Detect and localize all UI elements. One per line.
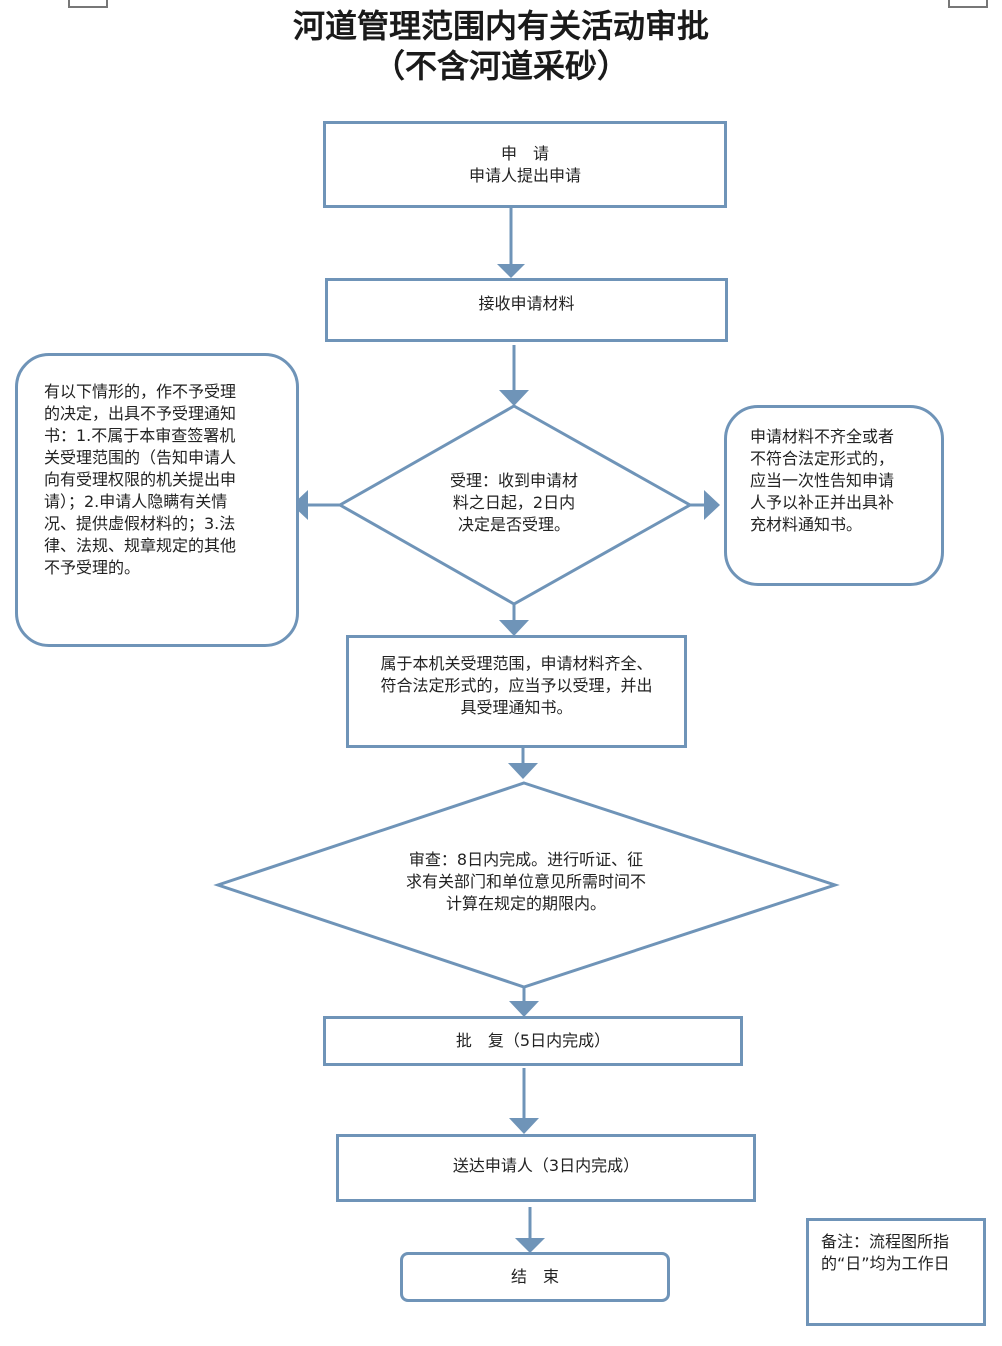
review-line-3: 计算在规定的期限内。 — [445, 894, 606, 913]
approve-box: 批 复（5日内完成） — [323, 1016, 743, 1066]
diagram-subtitle: （不含河道采砂） — [372, 47, 629, 85]
accept-line-3: 具受理通知书。 — [460, 698, 573, 717]
note-box: 备注：流程图所指 的“日”均为工作日 — [806, 1218, 986, 1326]
arrowhead-to-supplement — [704, 490, 720, 520]
reject-line-9: 不予受理的。 — [44, 558, 141, 577]
deliver-label: 送达申请人（3日内完成） — [452, 1156, 640, 1175]
reject-line-6: 请）；2.申请人隐瞒有关情 — [44, 492, 228, 511]
receive-box: 接收申请材料 — [325, 278, 728, 342]
diagram-title: 河道管理范围内有关活动审批 — [292, 7, 709, 45]
reject-line-1: 有以下情形的，作不予受理 — [44, 382, 237, 401]
receive-label: 接收申请材料 — [478, 294, 575, 313]
arrowhead-to-receive — [497, 264, 525, 278]
decision-line-3: 决定是否受理。 — [457, 515, 570, 534]
supplement-box — [724, 405, 944, 586]
reject-line-3: 书：1.不属于本审查签署机 — [44, 426, 236, 445]
supplement-line-1: 申请材料不齐全或者 — [750, 427, 895, 446]
note-line-2: 的“日”均为工作日 — [821, 1254, 950, 1273]
arrowhead-to-decision — [499, 390, 529, 406]
reject-line-5: 向有受理权限的机关提出申 — [44, 470, 237, 489]
supplement-line-2: 不符合法定形式的， — [750, 449, 895, 468]
end-label: 结 束 — [510, 1267, 559, 1286]
accept-line-2: 符合法定形式的，应当予以受理，并出 — [380, 676, 653, 695]
supplement-line-3: 应当一次性告知申请 — [750, 471, 895, 490]
accept-box: 属于本机关受理范围，申请材料齐全、 符合法定形式的，应当予以受理，并出 具受理通… — [346, 635, 687, 748]
approve-label: 批 复（5日内完成） — [455, 1031, 611, 1050]
review-text: 审查：8日内完成。进行听证、征 求有关部门和单位意见所需时间不 计算在规定的期限… — [376, 849, 676, 915]
arrowhead-to-reject — [292, 490, 308, 520]
page-corner-right — [948, 0, 988, 8]
arrowhead-to-approve — [509, 1001, 539, 1017]
accept-line-1: 属于本机关受理范围，申请材料齐全、 — [380, 654, 653, 673]
apply-subtitle: 申请人提出申请 — [468, 165, 581, 185]
arrowhead-to-review — [508, 763, 538, 779]
arrowhead-to-deliver — [509, 1118, 539, 1134]
end-box: 结 束 — [400, 1252, 670, 1302]
supplement-text: 申请材料不齐全或者 不符合法定形式的， 应当一次性告知申请 人予以补正并出具补 … — [750, 426, 930, 536]
decision-text: 受理：收到申请材 料之日起，2日内 决定是否受理。 — [420, 470, 608, 536]
supplement-line-4: 人予以补正并出具补 — [750, 493, 895, 512]
decision-line-2: 料之日起，2日内 — [452, 493, 576, 512]
apply-title: 申 请 — [500, 143, 549, 163]
decision-diamond — [336, 404, 694, 606]
reject-line-8: 律、法规、规章规定的其他 — [44, 536, 237, 555]
reject-line-2: 的决定，出具不予受理通知 — [44, 404, 237, 423]
arrowhead-to-accept — [499, 620, 529, 636]
page-corner-left — [68, 0, 108, 8]
note-line-1: 备注：流程图所指 — [821, 1232, 950, 1251]
review-line-1: 审查：8日内完成。进行听证、征 — [408, 850, 644, 869]
reject-text: 有以下情形的，作不予受理 的决定，出具不予受理通知 书：1.不属于本审查签署机 … — [44, 381, 284, 579]
deliver-box: 送达申请人（3日内完成） — [336, 1134, 756, 1202]
review-diamond — [213, 781, 840, 989]
decision-line-1: 受理：收到申请材 — [449, 471, 578, 490]
review-line-2: 求有关部门和单位意见所需时间不 — [405, 872, 646, 891]
reject-box — [15, 353, 299, 647]
supplement-line-5: 充材料通知书。 — [750, 515, 863, 534]
apply-box: 申 请 申请人提出申请 — [323, 121, 727, 208]
reject-line-7: 况、提供虚假材料的；3.法 — [44, 514, 236, 533]
arrowhead-to-end — [515, 1238, 545, 1253]
reject-line-4: 关受理范围的（告知申请人 — [44, 448, 237, 467]
